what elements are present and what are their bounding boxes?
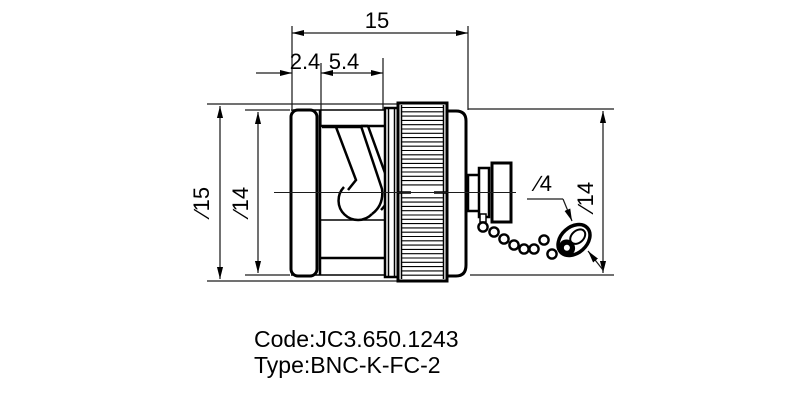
part-type-text: Type:BNC-K-FC-2 [254,352,441,378]
chain-ball [488,226,500,238]
bayonet-slot [322,124,391,222]
slot-pin-seat-circle [337,186,373,222]
leader-arrow [562,198,573,222]
flange-diameter-label: ∕14 [228,187,253,220]
slot-section-length-label: 5.4 [329,49,360,74]
dimension-labels: 15 2.4 5.4 ∕15 ∕14 ∕14 ∕4 [189,8,598,220]
end-bell [447,109,468,278]
part-code-text: Code:JC3.650.1243 [254,326,459,352]
chain-ball [538,234,550,246]
chain-ball [508,239,520,251]
chain-ball [498,233,510,245]
chain-anchor-link [479,213,487,223]
knurl-hatch [401,106,444,276]
title-block: Code:JC3.650.1243 Type:BNC-K-FC-2 [254,326,459,378]
overall-length-label: 15 [365,8,389,33]
knurl-diameter-label: ∕15 [189,187,214,220]
key-ring-swivel-hole [563,244,570,251]
key-ring [556,222,592,258]
chain-ball [518,243,530,255]
slot-left-wall [334,126,358,191]
chain-ball [546,248,558,260]
slot-claw-outer [359,125,384,215]
ball-chain [477,221,558,260]
flange-thickness-label: 2.4 [290,49,321,74]
chain-ball [477,221,489,233]
end-bell-diameter-label: ∕14 [573,182,598,215]
chain-ball [528,243,540,255]
leader-arrow [587,250,604,271]
ring-hole-diameter-label: ∕4 [531,171,552,196]
dimension-lines [207,26,614,282]
